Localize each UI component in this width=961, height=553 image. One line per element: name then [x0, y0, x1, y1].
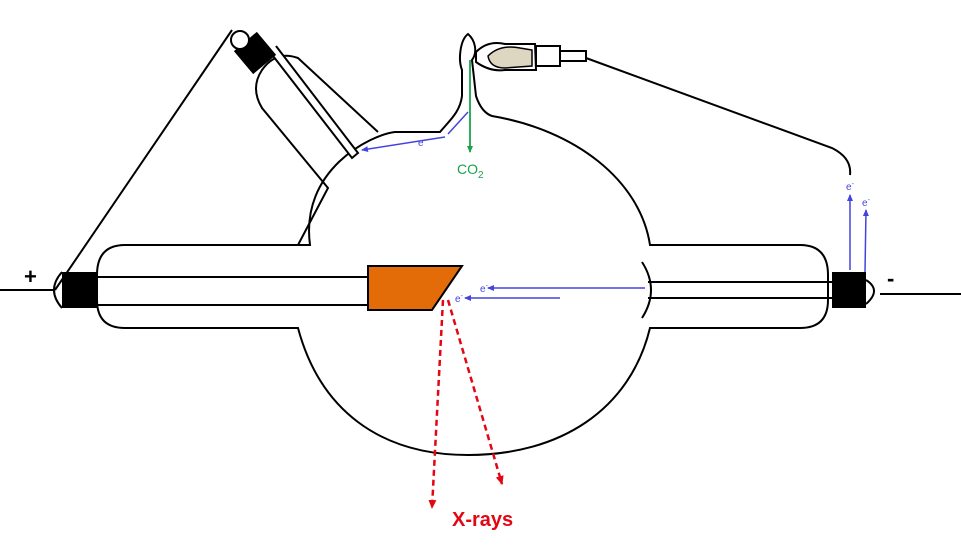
left-electrode-rod [97, 276, 368, 306]
side-arm-cap [230, 30, 250, 50]
xray-arrow-right [446, 299, 504, 485]
crystal [487, 46, 533, 69]
electron-arrow-right-2 [862, 209, 869, 273]
anode-wire [0, 29, 233, 291]
cathode-wire [585, 57, 961, 295]
right-electrode-cap [865, 279, 875, 305]
electron-label-top: e- [418, 137, 427, 149]
electron-arrow-top-left [361, 136, 446, 153]
side-arm-tube [255, 54, 379, 246]
left-electrode-plug [62, 272, 97, 308]
side-arm-rod [269, 45, 360, 160]
anode-target [367, 265, 464, 311]
right-electrode-plug [832, 272, 866, 308]
negative-terminal-label: - [887, 266, 894, 291]
electron-label-main: e- [480, 283, 489, 295]
electron-label-secondary: e- [455, 293, 464, 305]
electron-label-right-1: e- [846, 181, 855, 193]
electron-arrow-top-diag [447, 111, 469, 135]
crystal-stopper [535, 45, 561, 67]
crystal-tube [559, 50, 587, 62]
xrays-label: X-rays [452, 509, 513, 531]
glass-envelope [96, 32, 829, 457]
positive-terminal-label: + [24, 264, 37, 289]
cathode-cup [641, 261, 652, 319]
co2-label: CO2 [457, 161, 484, 181]
xray-arrow-left [428, 299, 445, 509]
electron-label-right-2: e- [862, 197, 871, 209]
right-cathode-rod [648, 281, 832, 299]
